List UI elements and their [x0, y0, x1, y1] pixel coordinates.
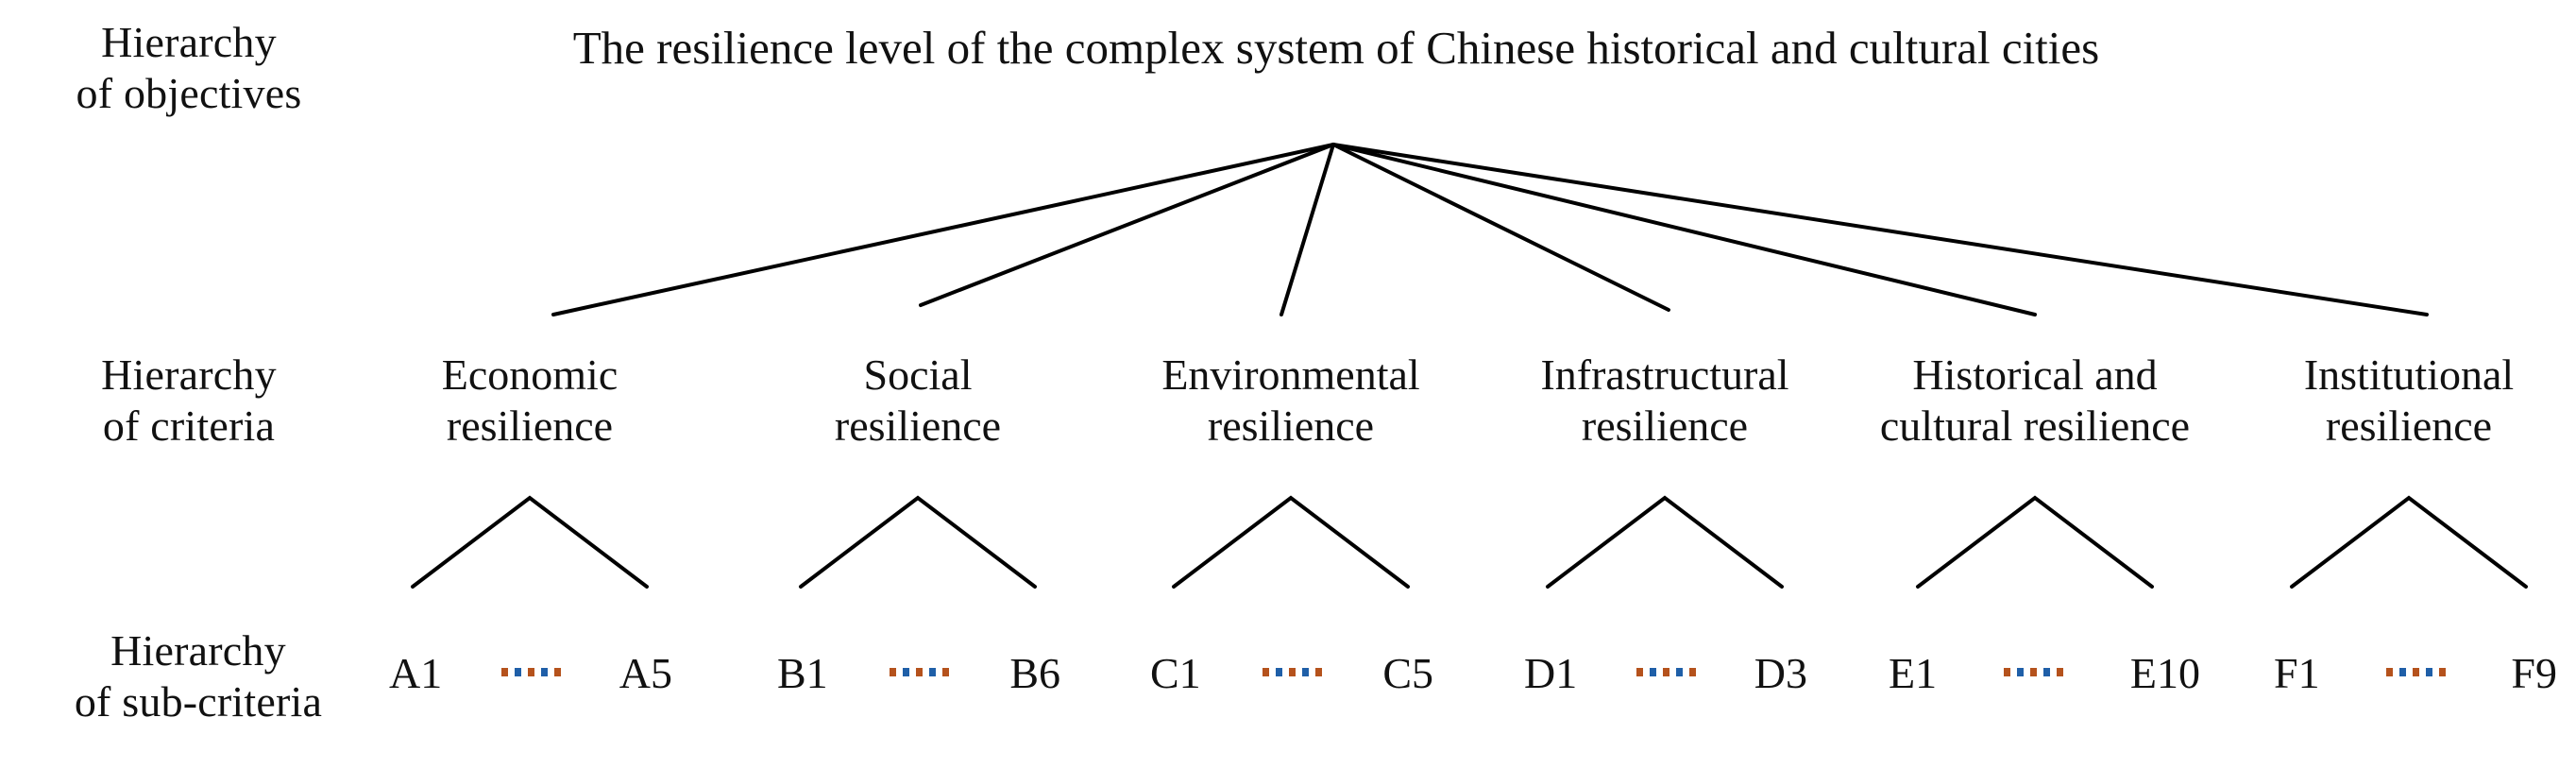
ellipsis-dots-icon: [2004, 667, 2063, 676]
criteria-node-economic: Economic resilience: [441, 350, 619, 450]
sub-criteria-group-A: A1 A5: [389, 652, 672, 695]
goal-node: The resilience level of the complex syst…: [572, 22, 2100, 74]
sub-criteria-last-D: D3: [1754, 649, 1807, 697]
sub-criteria-group-D: D1 D3: [1524, 652, 1807, 695]
edge-goal-to-A: [551, 143, 1335, 316]
sub-criteria-last-E: E10: [2129, 649, 2200, 697]
edge-goal-to-D: [1331, 143, 1670, 312]
sub-criteria-first-D: D1: [1524, 649, 1578, 697]
edge-goal-to-C: [1280, 143, 1335, 316]
criteria-node-social: Social resilience: [834, 350, 1002, 450]
edge-goal-to-E: [1331, 143, 2037, 316]
edge-B-to-subs: [799, 495, 1037, 589]
ellipsis-dots-icon: [1635, 667, 1696, 676]
sub-criteria-group-B: B1 B6: [777, 652, 1060, 695]
sub-criteria-group-C: C1 C5: [1150, 652, 1433, 695]
sub-criteria-last-A: A5: [619, 649, 672, 697]
ellipsis-dots-icon: [2385, 667, 2446, 676]
row-label-objectives: Hierarchy of objectives: [76, 18, 302, 118]
edge-E-to-subs: [1916, 495, 2154, 589]
sub-criteria-group-E: E1 E10: [1889, 652, 2200, 695]
criteria-node-institutional: Institutional resilience: [2303, 350, 2515, 450]
sub-criteria-last-B: B6: [1009, 649, 1060, 697]
sub-criteria-first-A: A1: [389, 649, 443, 697]
ellipsis-dots-icon: [500, 667, 561, 676]
sub-criteria-last-F: F9: [2511, 649, 2557, 697]
ellipsis-dots-icon: [889, 667, 949, 676]
edge-C-to-subs: [1172, 495, 1410, 589]
criteria-node-infrastructural: Infrastructural resilience: [1540, 350, 1789, 450]
sub-criteria-first-F: F1: [2274, 649, 2320, 697]
ellipsis-dots-icon: [1262, 667, 1322, 676]
criteria-node-historical-cultural: Historical and cultural resilience: [1879, 350, 2191, 450]
edge-goal-to-F: [1331, 143, 2429, 316]
sub-criteria-first-C: C1: [1150, 649, 1201, 697]
row-label-sub-criteria: Hierarchy of sub-criteria: [74, 626, 323, 726]
sub-criteria-first-B: B1: [777, 649, 828, 697]
edge-F-to-subs: [2290, 495, 2528, 589]
criteria-node-environmental: Environmental resilience: [1161, 350, 1420, 450]
edge-A-to-subs: [411, 495, 649, 589]
edge-D-to-subs: [1546, 495, 1784, 589]
edge-goal-to-B: [919, 143, 1335, 307]
row-label-criteria: Hierarchy of criteria: [101, 350, 277, 451]
sub-criteria-group-F: F1 F9: [2274, 652, 2557, 695]
sub-criteria-last-C: C5: [1382, 649, 1433, 697]
sub-criteria-first-E: E1: [1889, 649, 1938, 697]
